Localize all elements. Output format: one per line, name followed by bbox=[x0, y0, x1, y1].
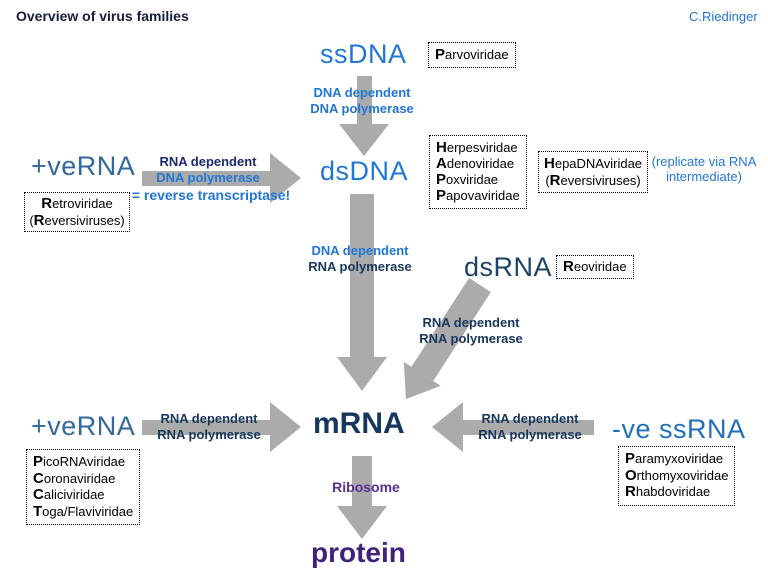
family-line: Retroviridae bbox=[41, 195, 113, 212]
label-dsrna-to-mrna: RNA dependent RNA polymerase bbox=[410, 315, 532, 347]
family-box-hepadnaviridae: HepaDNAviridae (Reversiviruses) bbox=[538, 151, 649, 193]
label-line: DNA polymerase bbox=[310, 101, 414, 116]
label-line: RNA dependent bbox=[160, 411, 258, 426]
family-line: (Reversiviruses) bbox=[545, 172, 641, 189]
family-line: Toga/Flaviviridae bbox=[33, 502, 134, 520]
arrow-pverna-to-dsdna bbox=[142, 153, 301, 203]
note-line: intermediate) bbox=[666, 169, 742, 184]
family-box-pos-rna-families: PicoRNAviridae Coronaviridae Calicivirid… bbox=[26, 449, 141, 525]
label-line: RNA dependent bbox=[422, 315, 520, 330]
arrow-dsdna-to-mrna bbox=[337, 194, 387, 391]
node-neg-ssrna: -ve ssRNA bbox=[612, 414, 746, 444]
family-line: Orthomyxoviridae bbox=[625, 466, 729, 484]
label-ribosome: Ribosome bbox=[332, 479, 400, 495]
note-replicate-via-rna: (replicate via RNA intermediate) bbox=[645, 154, 763, 184]
node-pverna-bottom: +veRNA bbox=[31, 411, 136, 441]
family-line: Reoviridae bbox=[563, 258, 627, 275]
node-mrna: mRNA bbox=[313, 407, 405, 440]
label-line: RNA polymerase bbox=[419, 331, 523, 346]
family-line: PicoRNAviridae bbox=[33, 453, 126, 470]
family-box-parvoviridae: Parvoviridae bbox=[428, 42, 516, 68]
label-reverse-transcriptase: = reverse transcriptase! bbox=[131, 187, 291, 203]
node-dsrna: dsRNA bbox=[464, 252, 553, 282]
family-box-reoviridae: Reoviridae bbox=[556, 255, 634, 279]
arrow-mrna-to-protein bbox=[337, 456, 387, 539]
label-line: RNA polymerase bbox=[478, 427, 582, 442]
label-line: RNA polymerase bbox=[308, 259, 412, 274]
arrow-pverna-to-mrna bbox=[142, 402, 301, 452]
label-line: DNA dependent bbox=[311, 243, 409, 258]
family-box-retroviridae: Retroviridae (Reversiviruses) bbox=[24, 192, 130, 232]
label-ssdna-to-dsdna: DNA dependent DNA polymerase bbox=[282, 85, 442, 117]
family-line: Caliciviridae bbox=[33, 486, 105, 503]
family-line: Paramyxoviridae bbox=[625, 450, 724, 467]
label-negssrna-to-mrna: RNA dependent RNA polymerase bbox=[468, 411, 592, 443]
label-pverna-to-dsdna-line2: DNA polymerase bbox=[156, 170, 260, 185]
label-dsdna-to-mrna: DNA dependent RNA polymerase bbox=[298, 243, 422, 275]
label-pverna-to-dsdna-line1: RNA dependent bbox=[159, 154, 257, 169]
family-line: Adenoviridae bbox=[436, 155, 515, 172]
family-line: Coronaviridae bbox=[33, 469, 116, 487]
family-line: Herpesviridae bbox=[436, 139, 518, 156]
node-ssdna: ssDNA bbox=[320, 39, 407, 69]
node-dsdna: dsDNA bbox=[320, 156, 409, 186]
note-line: (replicate via RNA bbox=[651, 154, 757, 169]
label-pverna-to-mrna: RNA dependent RNA polymerase bbox=[148, 411, 270, 443]
family-line: Poxviridae bbox=[436, 171, 499, 188]
arrow-ssdna-to-dsdna bbox=[339, 76, 389, 156]
family-line: Papovaviridae bbox=[436, 187, 520, 204]
family-line: Parvoviridae bbox=[435, 46, 509, 63]
family-box-dsdna-families: Herpesviridae Adenoviridae Poxviridae Pa… bbox=[429, 135, 527, 209]
label-line: RNA polymerase bbox=[157, 427, 261, 442]
label-line: DNA dependent bbox=[313, 85, 411, 100]
node-pverna-top: +veRNA bbox=[31, 151, 136, 181]
family-line: (Reversiviruses) bbox=[29, 212, 125, 229]
family-box-neg-rna-families: Paramyxoviridae Orthomyxoviridae Rhabdov… bbox=[618, 446, 736, 506]
node-protein: protein bbox=[311, 537, 406, 568]
family-line: HepaDNAviridae bbox=[544, 155, 643, 172]
page-title: Overview of virus families bbox=[16, 8, 189, 24]
author-credit: C.Riedinger bbox=[689, 9, 758, 24]
label-line: RNA dependent bbox=[481, 411, 579, 426]
arrow-negssrna-to-mrna bbox=[432, 402, 594, 452]
family-line: Rhabdoviridae bbox=[625, 483, 711, 500]
